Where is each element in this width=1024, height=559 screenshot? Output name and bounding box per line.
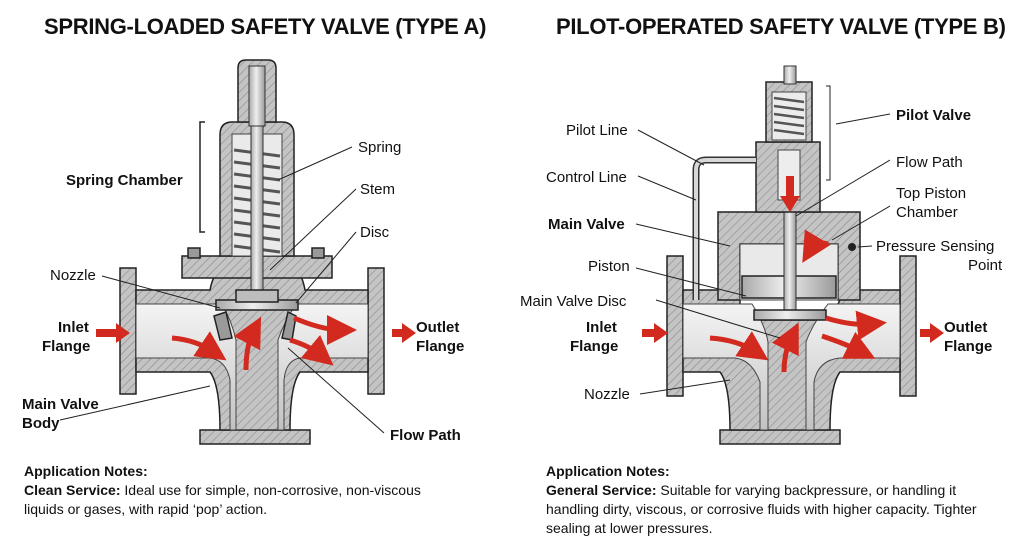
pressure-sensing-dot [848, 243, 856, 251]
label-pilot-valve: Pilot Valve [896, 107, 971, 124]
label-nozzle-a: Nozzle [50, 267, 96, 284]
label-stem: Stem [360, 181, 395, 198]
label-nozzle-b: Nozzle [584, 386, 630, 403]
label-outlet-b-2: Flange [944, 338, 992, 355]
label-spring: Spring [358, 139, 401, 156]
label-outlet-a-2: Flange [416, 338, 464, 355]
label-flow-path-b: Flow Path [896, 154, 963, 171]
notes-a-service-label: Clean Service: [24, 482, 125, 498]
outlet-flange-b [899, 255, 917, 397]
label-outlet-b-1: Outlet [944, 319, 987, 336]
type-a-flow-curves [171, 314, 357, 371]
label-main-valve: Main Valve [548, 216, 625, 233]
bottom-flange-b [719, 429, 841, 445]
type-a-application-notes: Application Notes: Clean Service: Ideal … [24, 462, 464, 519]
notes-b-text: Suitable for varying backpressure, or ha… [546, 482, 977, 536]
bottom-flange-a [199, 429, 311, 445]
type-b-valve [666, 65, 917, 445]
label-main-valve-body-1: Main Valve [22, 396, 99, 413]
notes-b-service-label: General Service: [546, 482, 661, 498]
notes-a-heading: Application Notes: [24, 463, 148, 479]
type-b-leaders [635, 85, 891, 395]
label-inlet-b-1: Inlet [586, 319, 617, 336]
notes-a-text: Ideal use for simple, non-corrosive, non… [24, 482, 421, 517]
type-a-labels: Spring Chamber Spring Stem Disc Nozzle I… [22, 139, 464, 444]
type-b-title: PILOT-OPERATED SAFETY VALVE (TYPE B) [556, 14, 1006, 39]
label-pressure-sensing-1: Pressure Sensing [876, 238, 994, 255]
label-disc: Disc [360, 224, 390, 241]
label-piston: Piston [588, 258, 630, 275]
label-main-valve-disc: Main Valve Disc [520, 293, 627, 310]
label-pressure-sensing-2: Point [968, 257, 1003, 274]
type-b-flow-arrows [642, 176, 944, 343]
inlet-arrow-a [96, 323, 130, 343]
label-flow-path-a: Flow Path [390, 427, 461, 444]
type-a-valve [119, 59, 385, 445]
label-inlet-b-2: Flange [570, 338, 618, 355]
outlet-arrow-a [392, 323, 416, 343]
type-b-application-notes: Application Notes: General Service: Suit… [546, 462, 996, 538]
label-control-line: Control Line [546, 169, 627, 186]
inlet-arrow-b [642, 323, 668, 343]
type-b-labels: Pilot Line Control Line Main Valve Pisto… [520, 107, 1003, 403]
outlet-arrow-b [920, 323, 944, 343]
type-a-flow-arrows [96, 323, 416, 343]
label-main-valve-body-2: Body [22, 415, 60, 432]
outlet-flange-a [367, 267, 385, 395]
type-a-leaders [59, 146, 385, 434]
label-outlet-a-1: Outlet [416, 319, 459, 336]
label-top-piston-2: Chamber [896, 204, 958, 221]
label-inlet-a-1: Inlet [58, 319, 89, 336]
pilot-flow-arrow [780, 176, 800, 212]
type-b-flow-curves [709, 229, 887, 373]
notes-b-heading: Application Notes: [546, 463, 670, 479]
label-pilot-line: Pilot Line [566, 122, 628, 139]
label-inlet-a-2: Flange [42, 338, 90, 355]
label-spring-chamber: Spring Chamber [66, 172, 183, 189]
type-a-title: SPRING-LOADED SAFETY VALVE (TYPE A) [44, 14, 487, 39]
label-top-piston-1: Top Piston [896, 185, 966, 202]
